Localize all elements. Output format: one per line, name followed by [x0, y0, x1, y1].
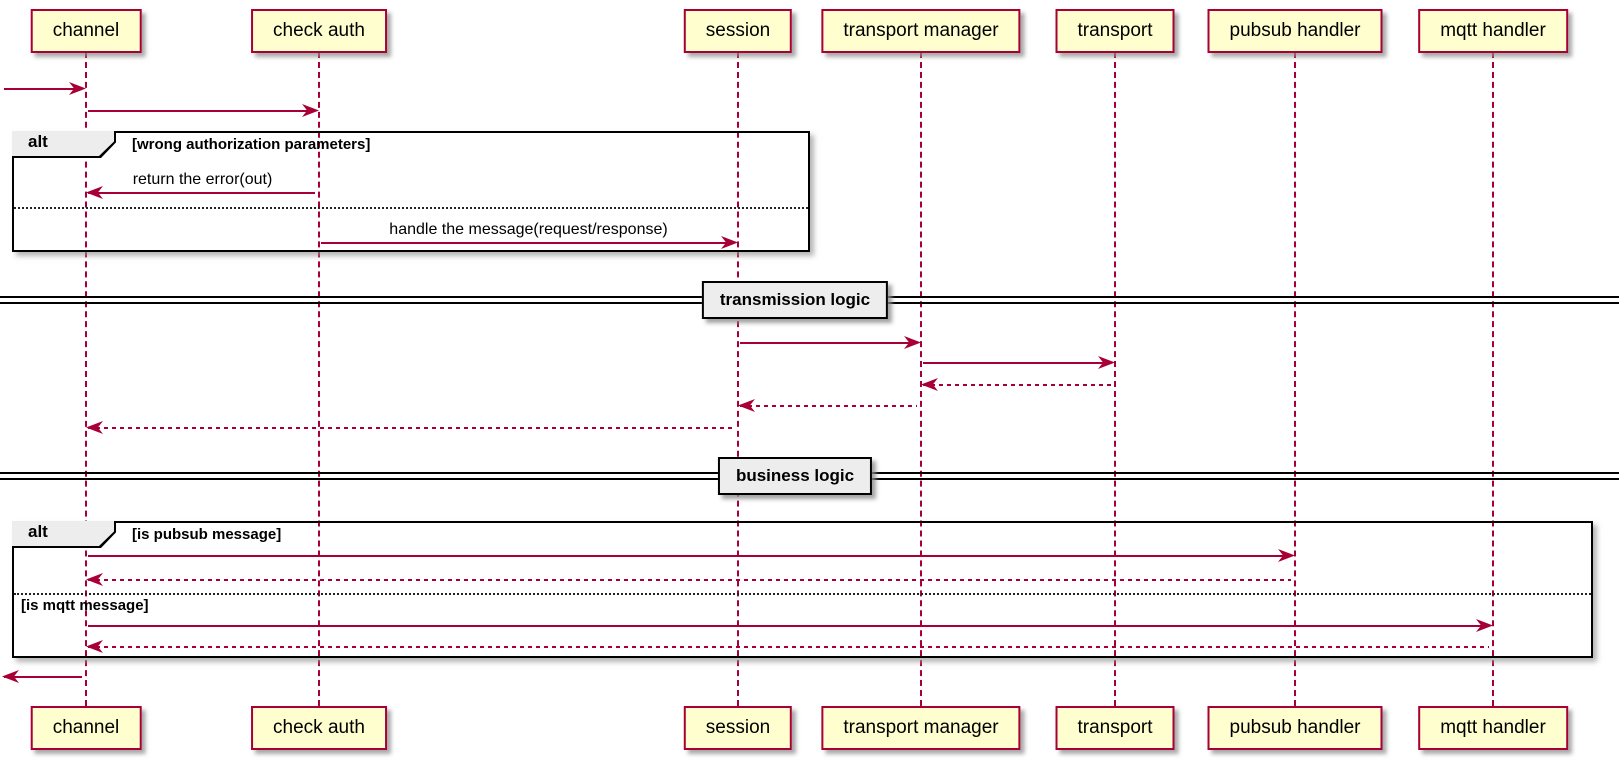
participant-box-bottom-check-auth: check auth — [251, 706, 387, 750]
lifeline-session — [737, 52, 739, 706]
message-line-12 — [88, 646, 1489, 648]
message-line-8 — [88, 427, 734, 429]
alt-frame-tab-fill — [12, 521, 114, 546]
participant-box-top-transport-manager: transport manager — [821, 9, 1021, 53]
lifeline-check-auth — [318, 52, 320, 706]
participant-box-bottom-transport-manager: transport manager — [821, 706, 1021, 750]
message-line-10 — [88, 579, 1291, 581]
alt-operator-label: alt — [28, 522, 48, 541]
lifeline-channel — [85, 52, 87, 706]
alt-frame-tab: alt — [12, 131, 116, 158]
participant-box-top-pubsub-handler: pubsub handler — [1207, 9, 1383, 53]
divider-label: transmission logic — [701, 281, 889, 319]
participant-box-bottom-session: session — [683, 706, 793, 750]
message-line-6 — [923, 384, 1111, 386]
message-line-7 — [740, 405, 917, 407]
participant-box-top-session: session — [683, 9, 793, 53]
participant-box-bottom-transport: transport — [1055, 706, 1175, 750]
participant-box-top-channel: channel — [30, 9, 142, 53]
message-line-1 — [88, 110, 315, 112]
alt-operator-label: alt — [28, 132, 48, 151]
alt-frame-1: alt [is pubsub message] [is mqtt message] — [12, 521, 1593, 658]
guard-label: [wrong authorization parameters] — [132, 136, 371, 153]
alt-frame-tab: alt — [12, 521, 116, 548]
participant-box-top-transport: transport — [1055, 9, 1175, 53]
lifeline-pubsub-handler — [1294, 52, 1296, 706]
participant-box-top-mqtt-handler: mqtt handler — [1418, 9, 1568, 53]
lifeline-transport — [1114, 52, 1116, 706]
guard-label: [is mqtt message] — [21, 597, 149, 614]
message-line-13 — [4, 676, 82, 678]
alt-else-divider — [14, 207, 808, 209]
alt-frame-tab-fill — [12, 131, 114, 156]
lifeline-mqtt-handler — [1492, 52, 1494, 706]
participant-box-top-check-auth: check auth — [251, 9, 387, 53]
participant-box-bottom-pubsub-handler: pubsub handler — [1207, 706, 1383, 750]
participant-box-bottom-mqtt-handler: mqtt handler — [1418, 706, 1568, 750]
message-label: handle the message(request/response) — [389, 221, 668, 238]
message-line-9 — [88, 555, 1291, 557]
message-label: return the error(out) — [132, 171, 273, 188]
participant-box-bottom-channel: channel — [30, 706, 142, 750]
message-line-3 — [321, 242, 734, 244]
message-line-4 — [740, 342, 917, 344]
alt-frame-0: alt [wrong authorization parameters] — [12, 131, 810, 252]
guard-label: [is pubsub message] — [132, 526, 282, 543]
divider-label: business logic — [717, 457, 873, 495]
lifeline-transport-manager — [920, 52, 922, 706]
message-line-2 — [88, 192, 315, 194]
alt-else-divider — [14, 593, 1591, 595]
message-line-11 — [88, 625, 1489, 627]
message-line-5 — [923, 362, 1111, 364]
message-line-0 — [4, 88, 82, 90]
